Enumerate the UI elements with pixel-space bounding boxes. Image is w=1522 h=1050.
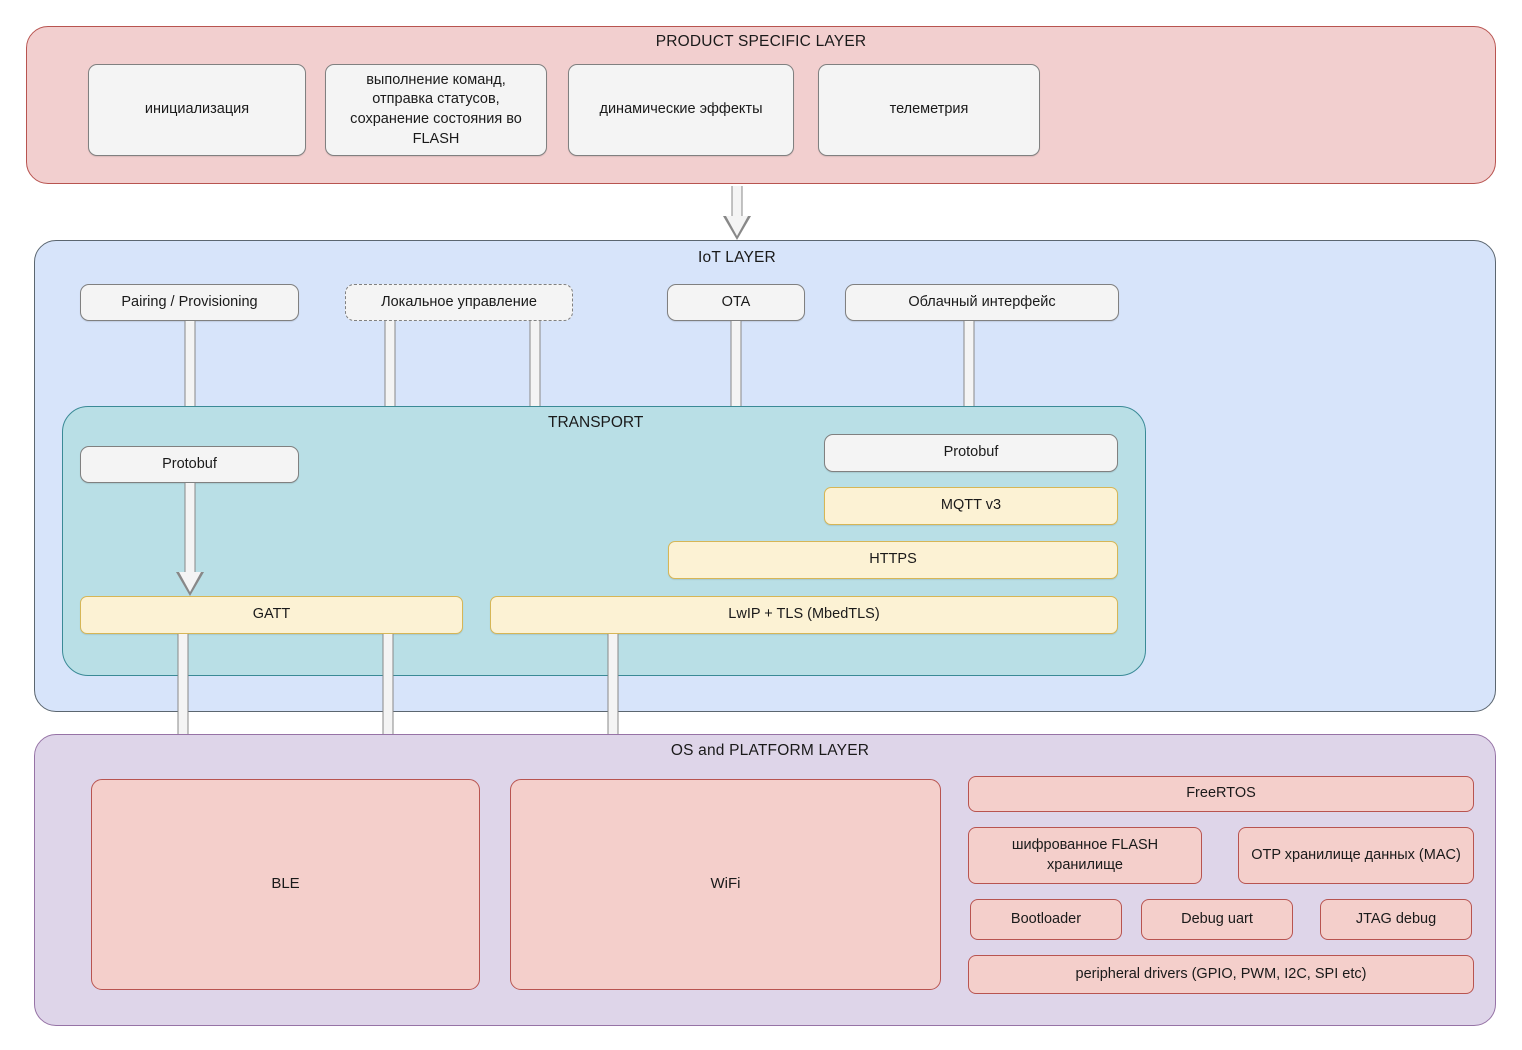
os-box-otp-storage: OTP хранилище данных (MAC): [1238, 827, 1474, 884]
transport-box-https: HTTPS: [668, 541, 1118, 579]
os-box-peripheral-drivers: peripheral drivers (GPIO, PWM, I2C, SPI …: [968, 955, 1474, 994]
transport-box-mqtt: MQTT v3: [824, 487, 1118, 525]
os-box-wifi: WiFi: [510, 779, 941, 990]
product-box-command-execution: выполнение команд, отправка статусов, со…: [325, 64, 547, 156]
os-box-jtag-debug: JTAG debug: [1320, 899, 1472, 940]
os-box-bootloader: Bootloader: [970, 899, 1122, 940]
transport-box-gatt: GATT: [80, 596, 463, 634]
iot-layer-title: IoT LAYER: [698, 249, 776, 266]
os-box-encrypted-flash: шифрованное FLASH хранилище: [968, 827, 1202, 884]
iot-box-pairing-provisioning: Pairing / Provisioning: [80, 284, 299, 321]
os-box-ble: BLE: [91, 779, 480, 990]
iot-box-cloud-interface: Облачный интерфейс: [845, 284, 1119, 321]
arrow-product-to-iot: [723, 186, 751, 240]
product-box-dynamic-effects: динамические эффекты: [568, 64, 794, 156]
os-box-debug-uart: Debug uart: [1141, 899, 1293, 940]
transport-box-protobuf-ble: Protobuf: [80, 446, 299, 483]
product-box-initialization: инициализация: [88, 64, 306, 156]
transport-box-protobuf-cloud: Protobuf: [824, 434, 1118, 472]
transport-title: TRANSPORT: [548, 414, 644, 431]
os-platform-layer-title: OS and PLATFORM LAYER: [670, 742, 870, 759]
arrow-protobuf-to-gatt: [176, 483, 204, 596]
transport-box-lwip-tls: LwIP + TLS (MbedTLS): [490, 596, 1118, 634]
product-box-telemetry: телеметрия: [818, 64, 1040, 156]
os-box-freertos: FreeRTOS: [968, 776, 1474, 812]
iot-box-local-control: Локальное управление: [345, 284, 573, 321]
product-specific-layer-title: PRODUCT SPECIFIC LAYER: [655, 33, 867, 50]
iot-box-ota: OTA: [667, 284, 805, 321]
